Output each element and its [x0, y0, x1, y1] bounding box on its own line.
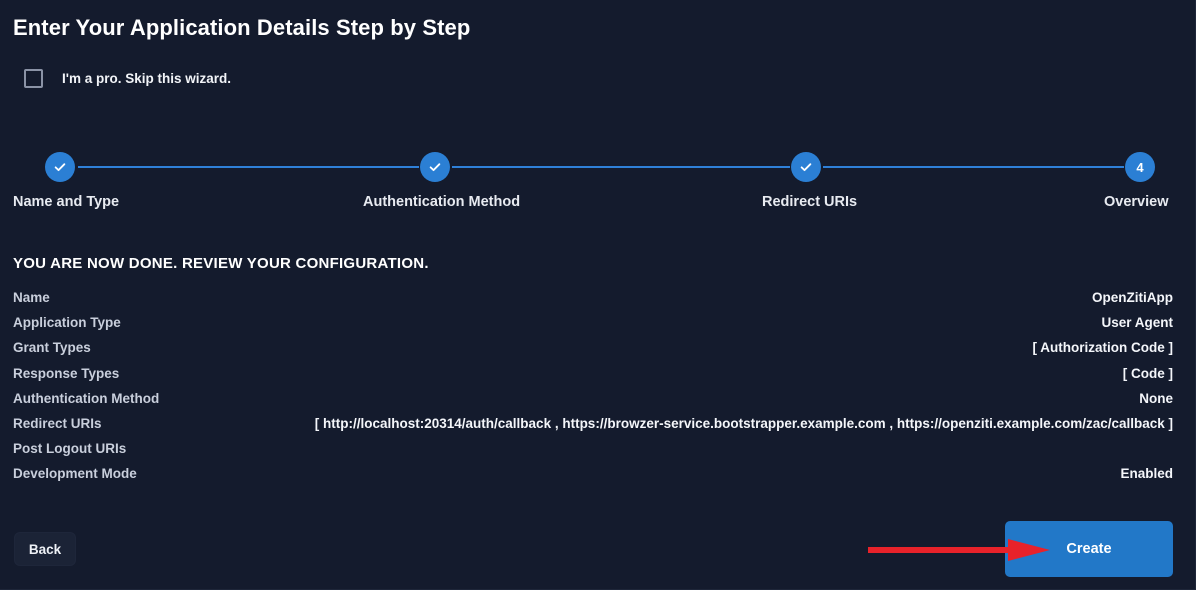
summary-key: Development Mode: [13, 466, 137, 482]
summary-key: Grant Types: [13, 340, 91, 356]
summary-value: Enabled: [1120, 466, 1173, 482]
stepper-step-1-name-and-type[interactable]: [45, 152, 75, 182]
summary-value: User Agent: [1101, 315, 1173, 331]
check-icon: [54, 163, 66, 172]
summary-value: OpenZitiApp: [1092, 290, 1173, 305]
check-icon: [800, 163, 812, 172]
stepper-connector-1: [78, 166, 419, 168]
stepper-label-overview: Overview: [1104, 194, 1169, 210]
stepper-connector-3: [823, 166, 1124, 168]
summary-key: Application Type: [13, 315, 121, 331]
stepper-step-4-number: 4: [1136, 159, 1144, 175]
summary-key: Name: [13, 290, 50, 305]
summary-value: [ Authorization Code ]: [1032, 340, 1173, 356]
skip-wizard-checkbox[interactable]: [24, 69, 43, 88]
stepper-connector-2: [452, 166, 790, 168]
summary-row: Authentication Method None: [13, 391, 1173, 416]
summary-value: None: [1139, 390, 1173, 406]
summary-key: Redirect URIs: [13, 415, 102, 431]
create-button[interactable]: Create: [1005, 521, 1173, 577]
stepper-step-3-redirect-uris[interactable]: [791, 152, 821, 182]
stepper-label-redirect-uris: Redirect URIs: [762, 194, 858, 210]
summary-key: Post Logout URIs: [13, 441, 127, 457]
summary-row: Name OpenZitiApp: [13, 290, 1173, 315]
wizard-stepper: 4 Name and Type Authentication Method Re…: [0, 152, 1196, 214]
page-title: Enter Your Application Details Step by S…: [13, 15, 471, 40]
summary-key: Authentication Method: [13, 390, 160, 406]
stepper-label-authentication-method: Authentication Method: [363, 194, 521, 210]
summary-row: Response Types [ Code ]: [13, 366, 1173, 391]
summary-row: Development Mode Enabled: [13, 466, 1173, 491]
summary-row: Post Logout URIs: [13, 441, 1173, 466]
skip-wizard-label: I'm a pro. Skip this wizard.: [62, 71, 231, 86]
check-icon: [429, 163, 441, 172]
configuration-summary: Name OpenZitiApp Application Type User A…: [13, 290, 1173, 492]
summary-row: Application Type User Agent: [13, 315, 1173, 340]
back-button[interactable]: Back: [14, 532, 76, 566]
summary-row: Grant Types [ Authorization Code ]: [13, 340, 1173, 365]
summary-row: Redirect URIs [ http://localhost:20314/a…: [13, 416, 1173, 441]
summary-value: [ http://localhost:20314/auth/callback ,…: [314, 415, 1173, 431]
stepper-label-name-and-type: Name and Type: [13, 194, 120, 210]
summary-value: [ Code ]: [1122, 365, 1173, 381]
skip-wizard-row: I'm a pro. Skip this wizard.: [24, 69, 231, 88]
summary-key: Response Types: [13, 365, 120, 381]
stepper-step-4-overview[interactable]: 4: [1125, 152, 1155, 182]
stepper-step-2-authentication-method[interactable]: [420, 152, 450, 182]
review-heading: YOU ARE NOW DONE. REVIEW YOUR CONFIGURAT…: [13, 255, 429, 272]
